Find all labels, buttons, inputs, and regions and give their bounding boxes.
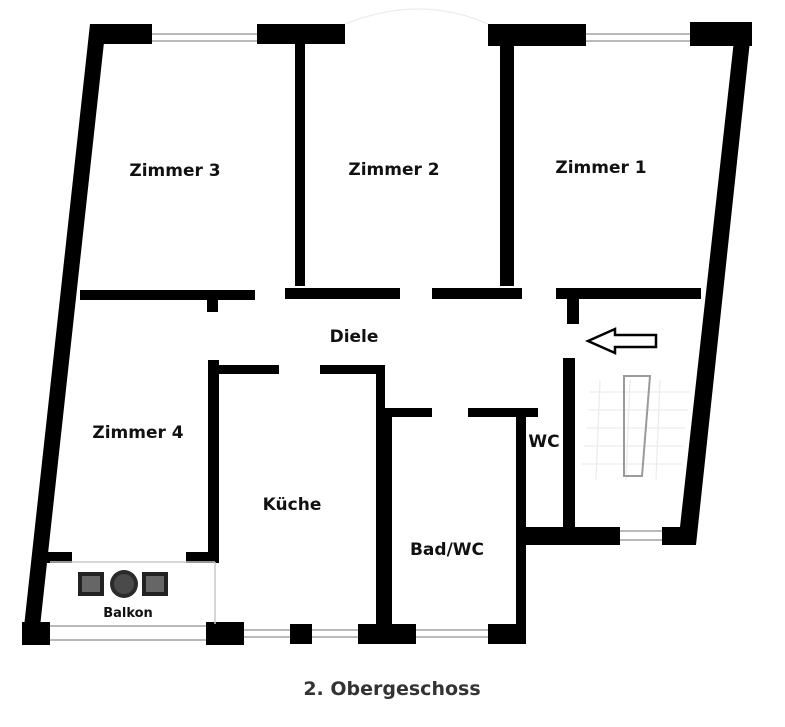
stair-arrow-icon xyxy=(584,327,658,355)
room-labels: Zimmer 3 Zimmer 2 Zimmer 1 Diele Zimmer … xyxy=(92,158,646,621)
label-bad-wc: Bad/WC xyxy=(410,540,484,560)
label-zimmer-2: Zimmer 2 xyxy=(348,160,439,180)
interior-walls xyxy=(40,24,701,644)
label-wc: WC xyxy=(528,432,559,452)
label-balkon: Balkon xyxy=(103,606,153,621)
floor-title: 2. Obergeschoss xyxy=(303,678,480,700)
stair-fixture xyxy=(623,375,652,477)
label-diele: Diele xyxy=(330,327,379,347)
faint-background-marks xyxy=(344,8,690,481)
label-kueche: Küche xyxy=(263,495,322,515)
windows xyxy=(50,33,690,641)
balcony xyxy=(50,561,216,624)
label-zimmer-1: Zimmer 1 xyxy=(555,158,646,178)
label-zimmer-4: Zimmer 4 xyxy=(92,423,183,443)
label-zimmer-3: Zimmer 3 xyxy=(129,161,220,181)
